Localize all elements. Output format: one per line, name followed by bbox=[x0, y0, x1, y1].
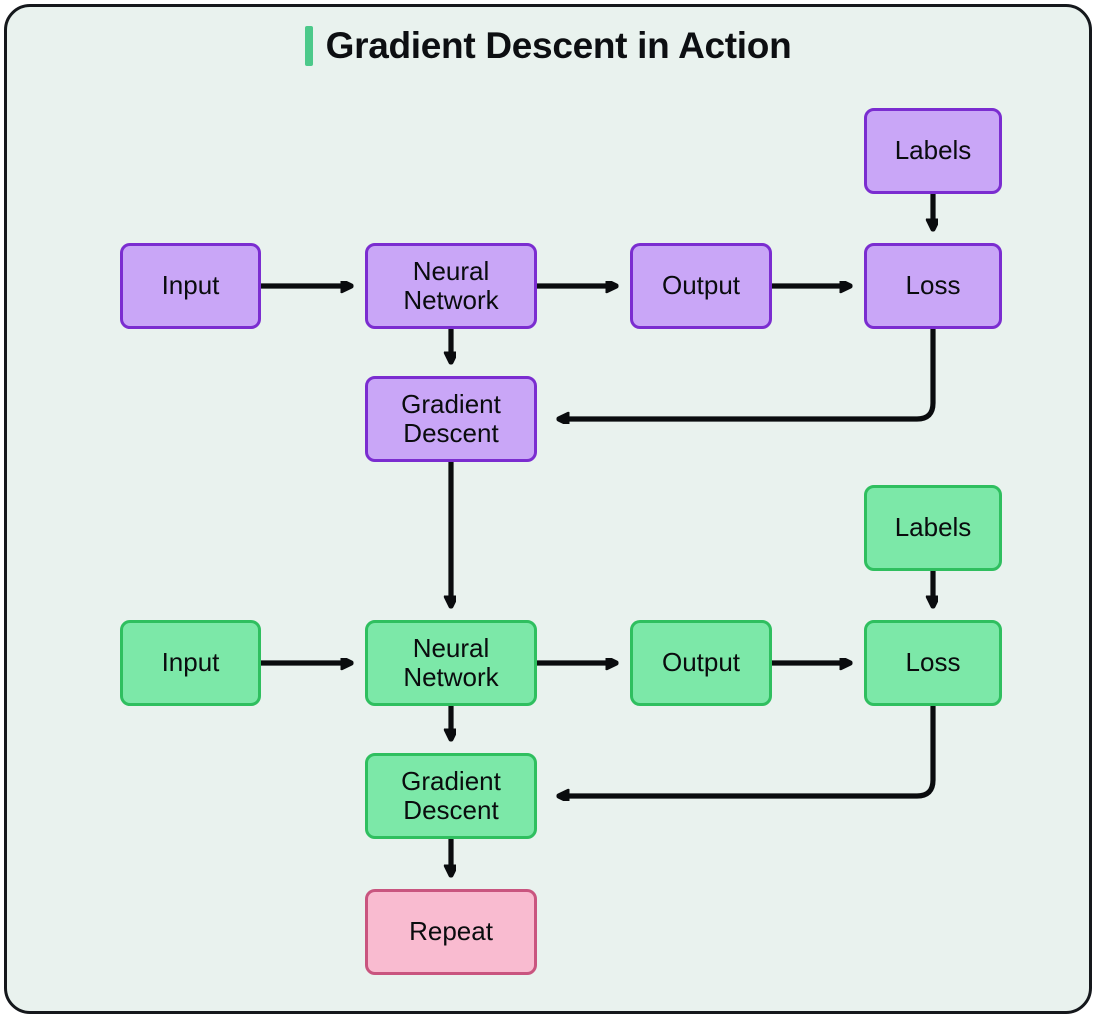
node-gradient-descent-2[interactable]: Gradient Descent bbox=[365, 753, 537, 839]
title-label: Gradient Descent in Action bbox=[325, 25, 792, 66]
node-loss-2[interactable]: Loss bbox=[864, 620, 1002, 706]
title-accent-bar bbox=[304, 26, 313, 66]
edge-loss2-gd2-feedback bbox=[559, 706, 936, 796]
node-input-2[interactable]: Input bbox=[120, 620, 261, 706]
node-input-1[interactable]: Input bbox=[120, 243, 261, 329]
edge-loss1-gd1-feedback bbox=[559, 329, 936, 419]
node-neural-network-2[interactable]: Neural Network bbox=[365, 620, 537, 706]
node-labels-2[interactable]: Labels bbox=[864, 485, 1002, 571]
diagram-canvas: Gradient Descent in Action bbox=[4, 4, 1092, 1014]
node-loss-1[interactable]: Loss bbox=[864, 243, 1002, 329]
node-neural-network-1[interactable]: Neural Network bbox=[365, 243, 537, 329]
node-output-2[interactable]: Output bbox=[630, 620, 772, 706]
page-title: Gradient Descent in Action bbox=[7, 25, 1089, 67]
node-gradient-descent-1[interactable]: Gradient Descent bbox=[365, 376, 537, 462]
node-repeat[interactable]: Repeat bbox=[365, 889, 537, 975]
node-output-1[interactable]: Output bbox=[630, 243, 772, 329]
node-labels-1[interactable]: Labels bbox=[864, 108, 1002, 194]
